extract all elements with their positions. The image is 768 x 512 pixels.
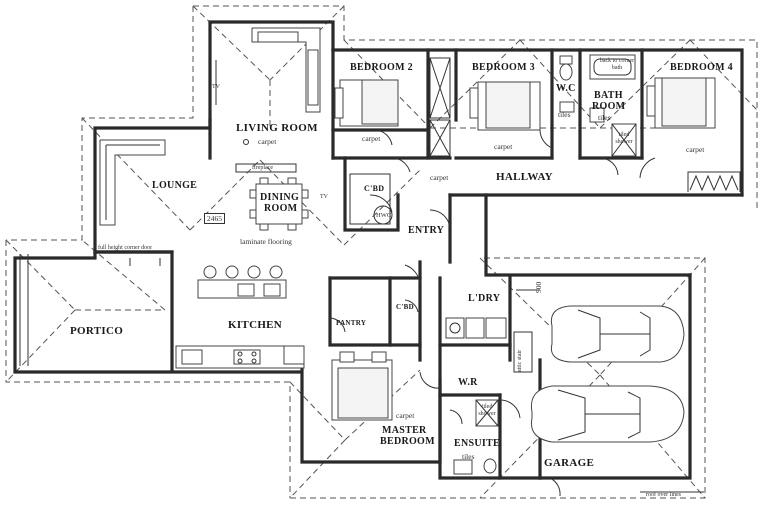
note-tiles-ensuite: tiles xyxy=(462,452,475,461)
label-hallway: HALLWAY xyxy=(496,171,553,183)
note-attic-stair: attic stair xyxy=(517,349,523,372)
car-lower xyxy=(530,385,685,443)
note-carpet-living: carpet xyxy=(258,137,277,146)
note-carpet-hall: carpet xyxy=(430,173,449,182)
fireplace xyxy=(235,163,297,173)
wardrobe-bedroom3 xyxy=(429,119,451,157)
kitchen-bench xyxy=(175,345,305,369)
label-cbd-upper: C'BD xyxy=(364,184,385,193)
laundry-fixtures xyxy=(445,317,507,339)
bed-master xyxy=(331,351,393,421)
toilet-wc xyxy=(559,55,575,113)
note-tiles-wc: tiles xyxy=(558,110,571,119)
note-tv-dining: TV xyxy=(320,194,328,200)
note-tiled-shower-bath: tiled shower xyxy=(615,132,633,145)
bath-shower xyxy=(611,123,637,157)
bed-bedroom3 xyxy=(469,81,541,131)
note-fireplace: fireplace xyxy=(252,165,273,171)
note-carpet-bed2: carpet xyxy=(362,134,381,143)
label-dining-2: ROOM xyxy=(264,203,298,214)
living-sofa xyxy=(251,27,321,113)
label-bedroom4: BEDROOM 4 xyxy=(670,62,733,73)
label-bath-1: BATH xyxy=(594,90,623,101)
kitchen-island xyxy=(197,265,287,299)
ensuite-fixtures xyxy=(453,399,499,475)
label-ensuite: ENSUITE xyxy=(454,438,501,449)
label-lounge: LOUNGE xyxy=(152,180,198,191)
dining-table xyxy=(249,177,309,231)
label-pantry: PANTRY xyxy=(336,319,367,327)
note-dim-2465: 2465 xyxy=(204,213,225,224)
car-upper xyxy=(550,305,685,363)
label-wc: W.C xyxy=(556,83,576,94)
note-hwc: HWC xyxy=(376,212,392,219)
attic-stair-box xyxy=(513,331,533,373)
note-tiles-bath: tiles xyxy=(598,113,611,122)
doors xyxy=(329,129,656,497)
note-back-to-corner-bath: back to corner bath xyxy=(599,58,635,71)
note-carpet-bed4: carpet xyxy=(686,145,705,154)
note-carpet-master: carpet xyxy=(396,411,415,420)
living-light-fixture xyxy=(243,139,249,145)
cupboard-upper xyxy=(349,173,391,225)
note-fh-corner-door: full height corner door xyxy=(98,245,153,251)
label-entry: ENTRY xyxy=(408,225,445,236)
wardrobe-bedroom4 xyxy=(687,171,741,192)
lounge-sofa xyxy=(99,139,166,226)
portico-steps xyxy=(19,254,161,366)
note-roof-over-lines: roof over lines xyxy=(646,492,681,498)
label-bedroom3: BEDROOM 3 xyxy=(472,62,535,73)
note-laminate: laminate flooring xyxy=(240,237,292,246)
label-bath-2: ROOM xyxy=(592,101,626,112)
label-bedroom2: BEDROOM 2 xyxy=(350,62,413,73)
label-cbd-lower: C'BD xyxy=(396,303,414,311)
bed-bedroom2 xyxy=(334,79,399,127)
label-laundry: L'DRY xyxy=(468,293,501,304)
label-wr: W.R xyxy=(458,377,478,388)
label-portico: PORTICO xyxy=(70,325,124,337)
wardrobe-bedroom2 xyxy=(429,57,451,119)
label-master-1: MASTER xyxy=(382,425,427,436)
label-living-room: LIVING ROOM xyxy=(236,122,318,134)
note-tv-living: TV xyxy=(212,84,220,90)
bath-vanity xyxy=(589,107,605,123)
label-dining-1: DINING xyxy=(260,192,300,203)
note-carpet-bed3: carpet xyxy=(494,142,513,151)
label-kitchen: KITCHEN xyxy=(228,319,283,331)
label-garage: GARAGE xyxy=(544,457,595,469)
note-dim-900: 900 xyxy=(534,281,543,293)
note-tiled-shower-ensuite: tiled shower xyxy=(478,404,496,417)
label-master-2: BEDROOM xyxy=(380,436,435,447)
bed-bedroom4 xyxy=(646,77,716,129)
corner-bath xyxy=(589,54,636,80)
